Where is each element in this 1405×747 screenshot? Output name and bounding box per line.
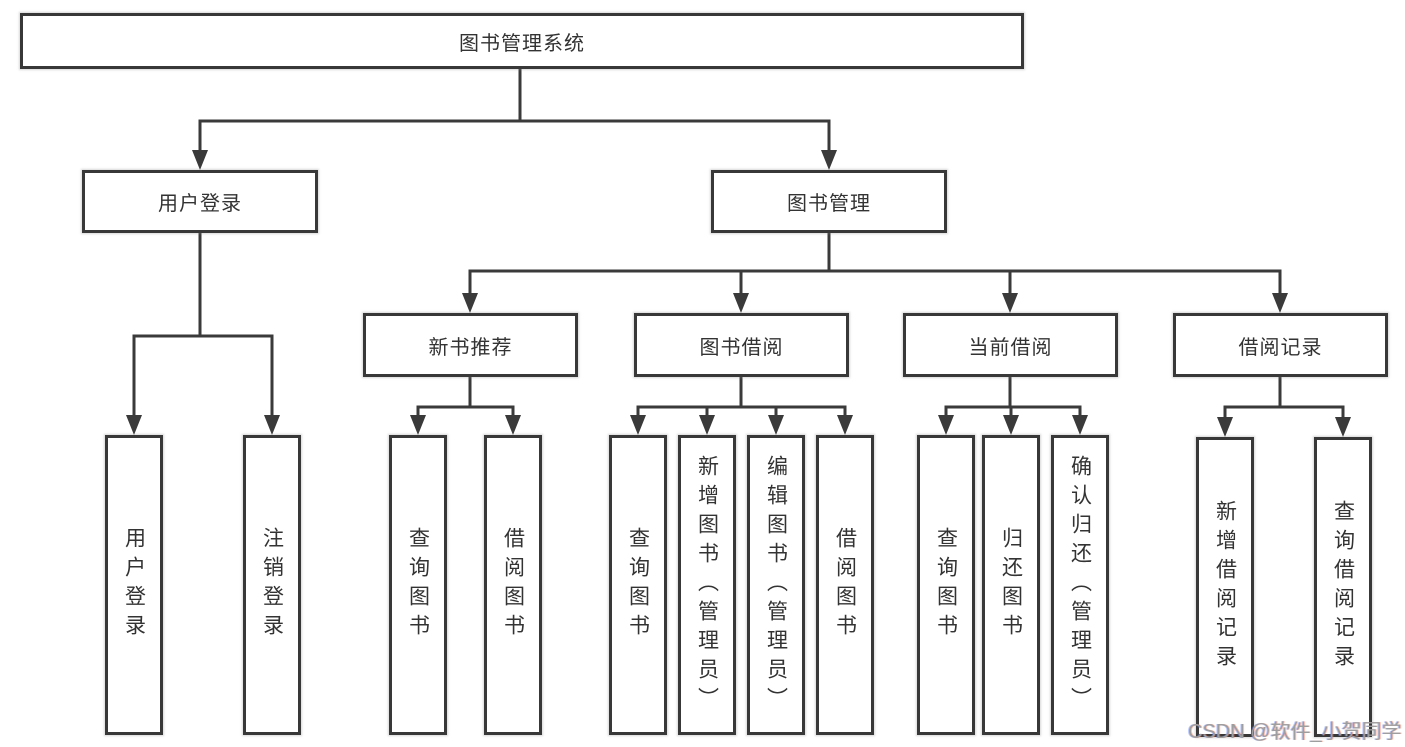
node-borrow-records: 借阅记录 [1173,313,1388,377]
arrowhead-icon [821,150,837,170]
leaf-borrow-edit-books-admin: 编辑图书（管理员） [747,435,805,735]
node-label: 借阅图书 [833,527,857,643]
arrowhead-icon [733,293,749,313]
connector-current-borrow [938,375,1088,435]
arrowhead-icon [1072,415,1088,435]
connector-book-management [462,231,1288,313]
arrowhead-icon [699,415,715,435]
arrowhead-icon [126,415,142,435]
leaf-current-query-books: 查询图书 [917,435,975,735]
leaf-borrow-borrow-books: 借阅图书 [816,435,874,735]
node-label: 借阅图书 [501,527,525,643]
arrowhead-icon [192,150,208,170]
arrowhead-icon [1335,417,1351,437]
node-label: 当前借阅 [968,336,1053,359]
connector-book-borrow [630,375,853,435]
node-book-management: 图书管理 [711,170,947,233]
leaf-records-add-borrow-record: 新增借阅记录 [1196,437,1254,737]
leaf-borrow-query-books: 查询图书 [609,435,667,735]
arrowhead-icon [768,415,784,435]
node-label: 查询图书 [934,527,958,643]
node-label: 查询图书 [406,527,430,643]
node-book-borrow: 图书借阅 [634,313,849,377]
node-label: 用户登录 [122,527,146,643]
connector-new-book-recommend [410,375,521,435]
connector-borrow-records [1217,375,1351,437]
arrowhead-icon [505,415,521,435]
node-system-root: 图书管理系统 [20,13,1024,69]
arrowhead-icon [837,415,853,435]
arrowhead-icon [462,293,478,313]
connector-root [192,67,837,170]
node-label: 用户登录 [158,193,242,215]
csdn-watermark: CSDN @软件_小贺同学 [1188,721,1402,743]
node-label: 新书推荐 [428,336,513,359]
node-new-book-recommend: 新书推荐 [363,313,578,377]
leaf-recommend-borrow-books: 借阅图书 [484,435,542,735]
arrowhead-icon [264,415,280,435]
arrowhead-icon [1003,415,1019,435]
leaf-current-confirm-return-admin: 确认归还（管理员） [1051,435,1109,735]
node-label: 编辑图书（管理员） [764,454,788,716]
node-label: 图书管理系统 [459,32,585,55]
node-label: 图书借阅 [699,336,784,359]
node-label: 图书管理 [787,193,871,215]
leaf-recommend-query-books: 查询图书 [389,435,447,735]
leaf-borrow-add-books-admin: 新增图书（管理员） [678,435,736,735]
node-label: 查询借阅记录 [1331,500,1355,674]
leaf-current-return-books: 归还图书 [982,435,1040,735]
arrowhead-icon [1002,293,1018,313]
node-label: 查询图书 [626,527,650,643]
connector-user-login [126,231,280,435]
arrowhead-icon [1272,293,1288,313]
node-label: 新增借阅记录 [1213,500,1237,674]
leaf-logout: 注销登录 [243,435,301,735]
node-user-login: 用户登录 [82,170,318,233]
node-label: 归还图书 [999,527,1023,643]
node-label: 注销登录 [260,527,284,643]
arrowhead-icon [410,415,426,435]
arrowhead-icon [630,415,646,435]
leaf-user-login: 用户登录 [105,435,163,735]
arrowhead-icon [1217,417,1233,437]
arrowhead-icon [938,415,954,435]
leaf-records-query-borrow-record: 查询借阅记录 [1314,437,1372,737]
node-label: 借阅记录 [1238,336,1323,359]
node-label: 新增图书（管理员） [695,454,719,716]
node-current-borrow: 当前借阅 [903,313,1118,377]
node-label: 确认归还（管理员） [1068,454,1092,716]
